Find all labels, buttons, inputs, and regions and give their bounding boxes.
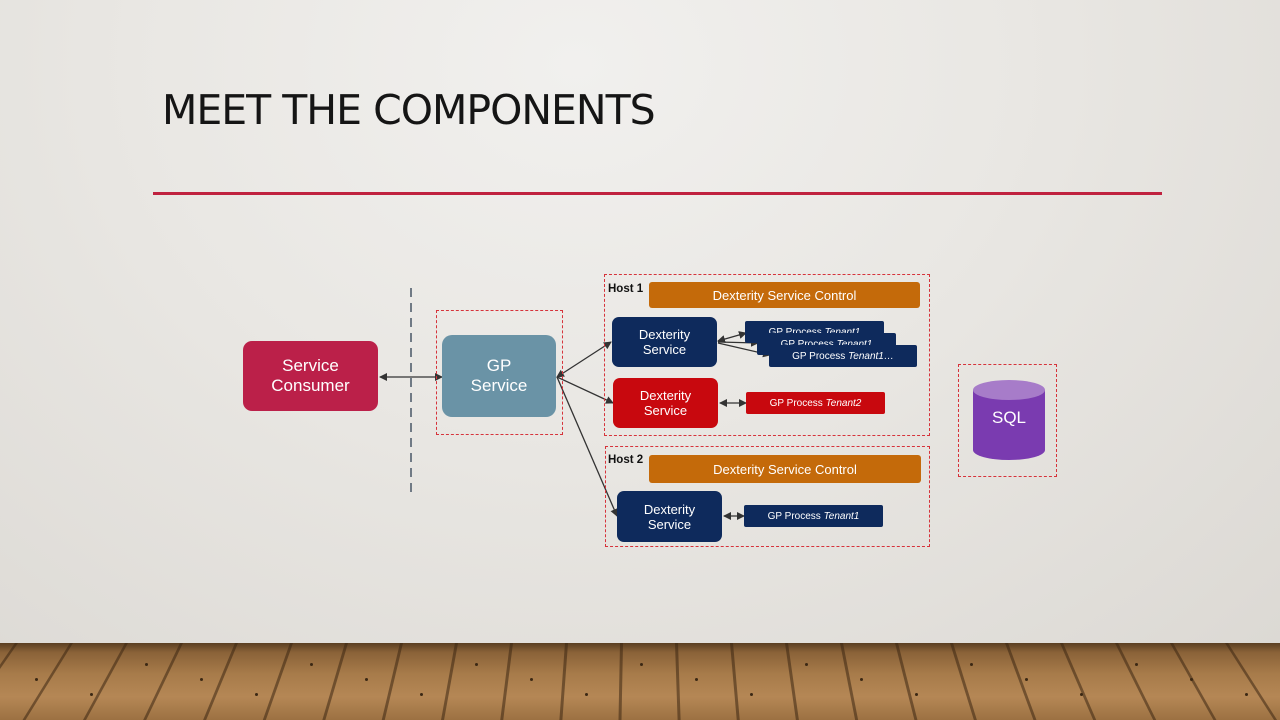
floor-nail bbox=[35, 678, 38, 681]
floor-plank-seam bbox=[559, 643, 568, 720]
host1-dex1-line2: Service bbox=[642, 342, 687, 357]
floor-plank-seam bbox=[0, 643, 18, 720]
floor-nail bbox=[1245, 693, 1248, 696]
floor-plank-seam bbox=[1005, 643, 1037, 720]
floor-nail bbox=[255, 693, 258, 696]
service-consumer-box: Service Consumer bbox=[243, 341, 378, 411]
title-underline bbox=[153, 192, 1162, 195]
host1-proc-b-tenant: Tenant1 bbox=[836, 338, 873, 350]
floor-nail bbox=[310, 663, 313, 666]
service-consumer-line2: Consumer bbox=[271, 376, 350, 395]
host2-dexterity-service-control: Dexterity Service Control bbox=[649, 455, 921, 483]
floor-nail bbox=[1080, 693, 1083, 696]
floor-plank-seam bbox=[730, 643, 740, 720]
floor-plank-seam bbox=[381, 643, 403, 720]
floor-nail bbox=[915, 693, 918, 696]
floor-plank-seam bbox=[322, 643, 348, 720]
host2-dexterity-service: Dexterity Service bbox=[617, 491, 722, 542]
host2-boundary bbox=[605, 446, 930, 547]
floor-plank-seam bbox=[1115, 643, 1157, 720]
host1-proc2-prefix: GP Process bbox=[769, 397, 823, 409]
host1-dex2-line2: Service bbox=[643, 403, 688, 418]
floor-plank-seam bbox=[785, 643, 799, 720]
floor-plank-seam bbox=[262, 643, 293, 720]
floor-plank-seam bbox=[950, 643, 977, 720]
sql-boundary bbox=[958, 364, 1057, 477]
floor-nail bbox=[750, 693, 753, 696]
floor-plank-seam bbox=[203, 643, 238, 720]
floor-nail bbox=[1190, 678, 1193, 681]
host2-proc-prefix: GP Process bbox=[767, 510, 821, 522]
wood-floor bbox=[0, 643, 1280, 720]
floor-nail bbox=[970, 663, 973, 666]
floor-nail bbox=[1025, 678, 1028, 681]
floor-nail bbox=[805, 663, 808, 666]
host1-proc-c-prefix: GP Process bbox=[792, 350, 846, 362]
floor-nail bbox=[1135, 663, 1138, 666]
floor-plank-seam bbox=[143, 643, 183, 720]
gp-service-box: GP Service bbox=[442, 335, 556, 417]
floor-nail bbox=[640, 663, 643, 666]
host1-proc-c-tenant: Tenant1… bbox=[848, 350, 894, 362]
floor-plank-seam bbox=[1225, 643, 1278, 720]
host2-dex-line1: Dexterity bbox=[643, 501, 696, 517]
host1-proc-a-prefix: GP Process bbox=[768, 326, 822, 338]
floor-plank-seam bbox=[618, 643, 623, 720]
floor-plank-seam bbox=[840, 643, 859, 720]
floor-plank-seam bbox=[895, 643, 918, 720]
sql-label: SQL bbox=[991, 408, 1027, 427]
floor-nail bbox=[530, 678, 533, 681]
host1-boundary bbox=[604, 274, 930, 436]
floor-nail bbox=[90, 693, 93, 696]
gp-service-line2: Service bbox=[470, 376, 528, 395]
floor-nail bbox=[420, 693, 423, 696]
floor-nail bbox=[145, 663, 148, 666]
host1-dexterity-service-1: Dexterity Service bbox=[612, 317, 717, 367]
host1-dexterity-service-2: Dexterity Service bbox=[613, 378, 718, 428]
floor-plank-seam bbox=[22, 643, 74, 720]
service-consumer-line1: Service bbox=[282, 356, 339, 375]
host1-label: Host 1 bbox=[608, 283, 644, 295]
floor-plank-seam bbox=[500, 643, 513, 720]
sql-database-icon bbox=[973, 380, 1045, 460]
host2-proc-tenant: Tenant1 bbox=[823, 510, 860, 522]
host1-proc-b-prefix: GP Process bbox=[780, 338, 834, 350]
host1-dex1-line1: Dexterity bbox=[638, 327, 691, 342]
host1-proc-a-tenant: Tenant1 bbox=[824, 326, 861, 338]
floor-plank-seam bbox=[82, 643, 128, 720]
host1-gp-process-tenant1-c: GP Process Tenant1… bbox=[769, 345, 917, 367]
host1-dex2-line1: Dexterity bbox=[639, 388, 692, 403]
floor-plank-seam bbox=[1170, 643, 1217, 720]
host2-label: Host 2 bbox=[608, 454, 644, 466]
floor-plank-seam bbox=[441, 643, 458, 720]
floor-nail bbox=[585, 693, 588, 696]
floor-nail bbox=[860, 678, 863, 681]
floor-nail bbox=[695, 678, 698, 681]
host1-proc2-tenant: Tenant2 bbox=[825, 397, 862, 409]
floor-plank-seam bbox=[1060, 643, 1097, 720]
gp-service-line1: GP bbox=[486, 356, 512, 375]
host2-gp-process-tenant1: GP Process Tenant1 bbox=[744, 505, 883, 527]
host1-dexterity-service-control: Dexterity Service Control bbox=[649, 282, 920, 308]
floor-nail bbox=[200, 678, 203, 681]
floor-nail bbox=[365, 678, 368, 681]
host2-dex-line2: Service bbox=[647, 516, 692, 532]
gp-service-boundary bbox=[436, 310, 563, 435]
floor-nail bbox=[475, 663, 478, 666]
floor-plank-seam bbox=[675, 643, 681, 720]
slide-title: MEET THE COMPONENTS bbox=[162, 86, 656, 134]
host1-gp-process-tenant2: GP Process Tenant2 bbox=[746, 392, 885, 414]
